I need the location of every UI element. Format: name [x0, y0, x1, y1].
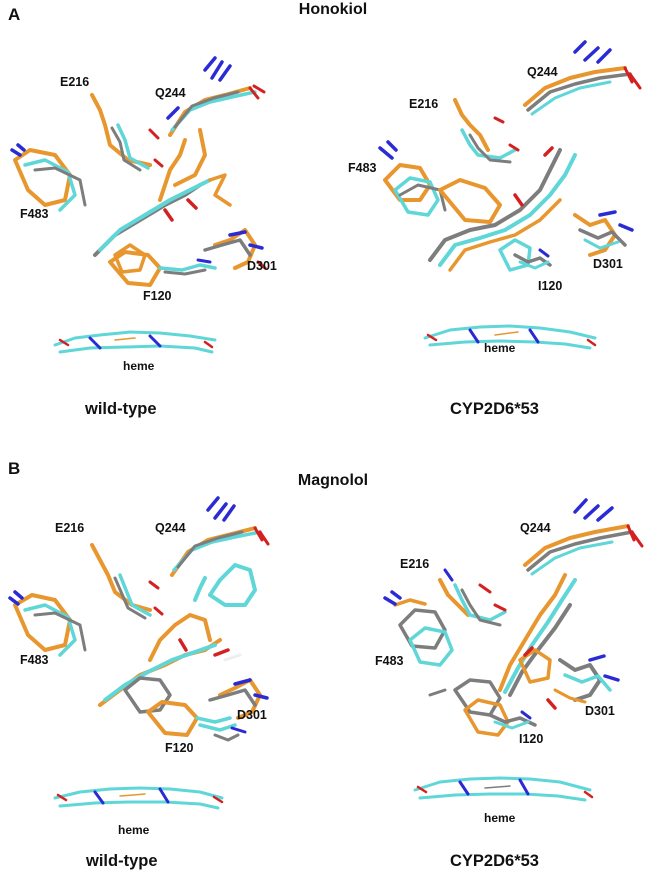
- heme-sticks-a-left: [53, 330, 217, 354]
- residue-label: D301: [247, 259, 277, 273]
- residue-label: I120: [519, 732, 543, 746]
- heme-label: heme: [484, 341, 516, 355]
- residue-e216-sticks-b-right: [438, 568, 507, 627]
- residue-d301-sticks-b-left: [208, 678, 269, 720]
- residue-f483-sticks-b-left: [8, 590, 87, 657]
- structure-a-cyp2d6-53: [378, 40, 642, 350]
- residue-labels-a-left: E216 Q244 F483 D301 F120 heme: [20, 75, 277, 373]
- residue-d301-sticks-b-right: [553, 654, 620, 704]
- residue-label: D301: [237, 708, 267, 722]
- residue-e216-sticks-a-left: [90, 93, 164, 172]
- residue-label: Q244: [527, 65, 558, 79]
- structure-b-wild-type: [8, 496, 270, 810]
- residue-labels-b-right: E216 Q244 F483 D301 I120 heme: [375, 521, 615, 825]
- residue-label: E216: [409, 97, 438, 111]
- residue-labels-a-right: E216 Q244 F483 D301 I120 heme: [348, 65, 623, 355]
- residue-q244-sticks-b-left: [170, 496, 270, 577]
- residue-label: Q244: [155, 86, 186, 100]
- residue-label: D301: [593, 257, 623, 271]
- residue-i120-sticks-b-right: [488, 710, 537, 730]
- residue-label: F483: [348, 161, 377, 175]
- residue-label: E216: [55, 521, 84, 535]
- residue-label: F483: [20, 207, 49, 221]
- heme-label: heme: [118, 823, 150, 837]
- residue-label: D301: [585, 704, 615, 718]
- residue-label: E216: [60, 75, 89, 89]
- residue-label: F483: [375, 654, 404, 668]
- variant-label-cyp2d6-53: CYP2D6*53: [450, 852, 539, 870]
- residue-labels-b-left: E216 Q244 F483 D301 F120 heme: [20, 521, 267, 837]
- residue-d301-sticks-a-right: [573, 210, 634, 257]
- variant-label-wild-type: wild-type: [85, 852, 158, 870]
- heme-sticks-a-right: [423, 324, 597, 350]
- variant-label-wild-type: wild-type: [84, 400, 157, 418]
- residue-q244-sticks-a-right: [523, 40, 642, 116]
- variant-label-cyp2d6-53: CYP2D6*53: [450, 400, 539, 418]
- panel-b-title: Magnolol: [298, 472, 368, 489]
- residue-q244-sticks-b-right: [523, 498, 644, 576]
- residue-label: I120: [538, 279, 562, 293]
- ligand-honokiol-sticks-a-right: [428, 146, 577, 272]
- residue-label: F483: [20, 653, 49, 667]
- residue-f483-sticks-a-left: [10, 143, 87, 212]
- ligand-magnolol-sticks-b-left: [98, 563, 257, 714]
- residue-i120-sticks-a-right: [513, 248, 552, 270]
- structure-b-cyp2d6-53: [383, 498, 644, 802]
- heme-sticks-b-left: [53, 786, 224, 810]
- residue-f483-sticks-b-right: [383, 590, 454, 667]
- ligand-honokiol-sticks-a-left: [93, 128, 232, 274]
- residue-label: Q244: [155, 521, 186, 535]
- heme-label: heme: [484, 811, 516, 825]
- structure-a-wild-type: [10, 56, 267, 354]
- residue-e216-sticks-a-right: [453, 98, 520, 164]
- residue-label: Q244: [520, 521, 551, 535]
- residue-d301-sticks-a-left: [203, 228, 267, 270]
- heme-label: heme: [123, 359, 155, 373]
- residue-label: F120: [165, 741, 194, 755]
- residue-q244-sticks-a-left: [166, 56, 266, 137]
- residue-e216-sticks-b-left: [90, 543, 164, 620]
- residue-f120-sticks-b-left: [146, 700, 247, 742]
- panel-b: B Magnolol: [8, 459, 644, 870]
- residue-label: E216: [400, 557, 429, 571]
- panel-a-title: Honokiol: [299, 1, 367, 18]
- residue-f120-sticks-a-left: [108, 250, 217, 287]
- heme-sticks-b-right: [413, 776, 594, 802]
- residue-f483-sticks-a-right: [378, 140, 447, 217]
- panel-b-letter: B: [8, 459, 20, 478]
- panel-a: A Honokiol: [8, 1, 642, 418]
- panel-a-letter: A: [8, 5, 20, 24]
- residue-label: F120: [143, 289, 172, 303]
